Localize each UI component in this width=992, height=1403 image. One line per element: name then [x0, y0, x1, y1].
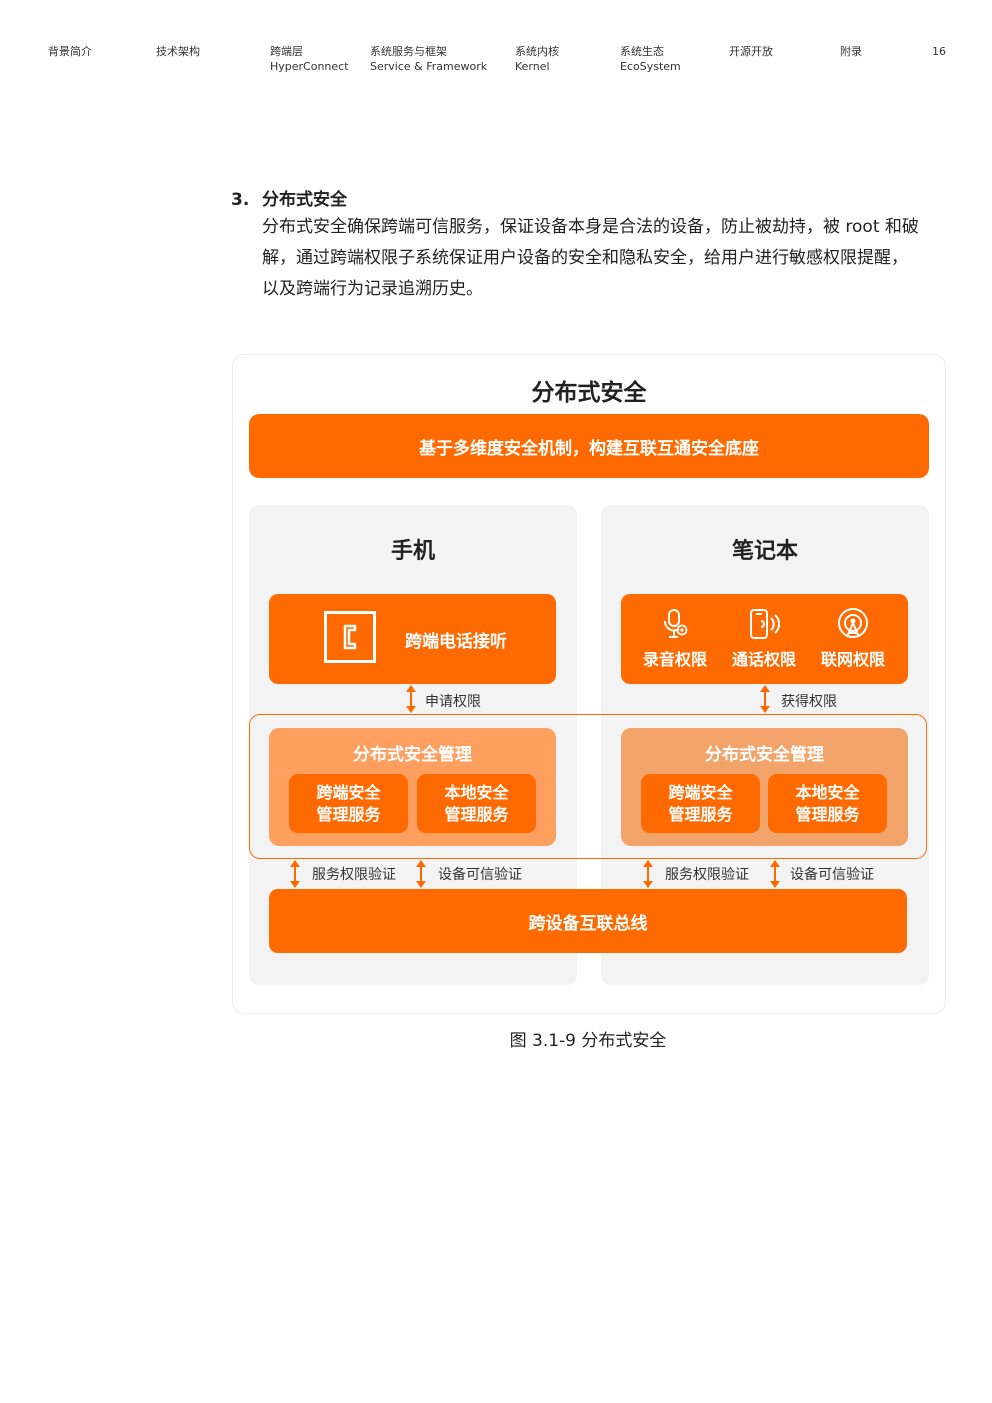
- section-paragraph: 分布式安全确保跨端可信服务，保证设备本身是合法的设备，防止被劫持，被 root …: [262, 212, 962, 305]
- laptop-panel-title: 笔记本: [731, 539, 798, 564]
- nav-item-ecosystem[interactable]: 系统生态 EcoSystem: [620, 44, 681, 74]
- service-label-line: 跨端安全: [316, 782, 381, 802]
- network-permission: 联网权限: [809, 608, 897, 670]
- microphone-icon: [664, 609, 688, 638]
- nav-item-label: 背景简介: [48, 45, 92, 58]
- service-label-line: 管理服务: [795, 804, 860, 824]
- nav-item-label: 系统服务与框架: [370, 45, 447, 58]
- management-title: 分布式安全管理: [705, 745, 824, 765]
- double-arrow-icon: [770, 860, 780, 888]
- paragraph-line: 解，通过跨端权限子系统保证用户设备的安全和隐私安全，给用户进行敏感权限提醒，: [262, 248, 908, 268]
- nav-item-sublabel: Kernel: [515, 60, 550, 73]
- paragraph-line: 分布式安全确保跨端可信服务，保证设备本身是合法的设备，防止被劫持，被 root …: [262, 217, 919, 237]
- section-number: 3.: [231, 190, 250, 210]
- device-trust-verify-label: 设备可信验证: [438, 867, 522, 883]
- section-title: 分布式安全: [262, 190, 347, 210]
- nav-item-sublabel: EcoSystem: [620, 60, 681, 73]
- nav-item-background[interactable]: 背景简介: [48, 44, 92, 59]
- figure-caption: 图 3.1-9 分布式安全: [509, 1031, 667, 1051]
- nav-item-label: 技术架构: [156, 45, 200, 58]
- cross-device-call-answer-box: 跨端电话接听: [269, 594, 556, 684]
- cross-device-bus: 跨设备互联总线: [269, 889, 907, 953]
- service-permission-verify-label: 服务权限验证: [312, 867, 396, 883]
- phone-security-management: 分布式安全管理 跨端安全 管理服务 本地安全 管理服务: [269, 728, 556, 846]
- phone-handset-icon: [324, 611, 376, 663]
- security-foundation-banner: 基于多维度安全机制，构建互联互通安全底座: [249, 414, 929, 478]
- management-title: 分布式安全管理: [353, 745, 472, 765]
- laptop-security-management: 分布式安全管理 跨端安全 管理服务 本地安全 管理服务: [621, 728, 908, 846]
- section-heading: 3. 分布式安全: [231, 185, 347, 210]
- service-label-line: 本地安全: [795, 782, 860, 802]
- paragraph-line: 以及跨端行为记录追溯历史。: [262, 279, 483, 299]
- device-trust-verify-label: 设备可信验证: [790, 867, 874, 883]
- phone-call-icon: [750, 609, 781, 639]
- nav-item-service-framework[interactable]: 系统服务与框架 Service & Framework: [370, 44, 487, 74]
- phone-panel-title: 手机: [390, 539, 435, 564]
- nav-item-label: 系统内核: [515, 45, 559, 58]
- double-arrow-icon: [760, 685, 770, 713]
- call-permission: 通话权限: [720, 608, 808, 670]
- service-label-line: 管理服务: [316, 804, 381, 824]
- permission-label: 通话权限: [731, 650, 796, 669]
- double-arrow-icon: [643, 860, 653, 888]
- double-arrow-icon: [290, 860, 300, 888]
- page-number: 16: [932, 45, 946, 58]
- nav-item-label: 开源开放: [729, 45, 773, 58]
- nav-item-open-source[interactable]: 开源开放: [729, 44, 773, 59]
- nav-item-label: 附录: [840, 45, 862, 58]
- double-arrow-icon: [416, 860, 426, 888]
- feature-label: 跨端电话接听: [405, 632, 507, 652]
- security-management-outline: [249, 714, 927, 859]
- nav-item-label: 系统生态: [620, 45, 664, 58]
- service-label-line: 本地安全: [444, 782, 509, 802]
- local-security-service: 本地安全 管理服务: [417, 774, 536, 833]
- record-permission: 录音权限: [631, 608, 719, 670]
- network-icon: [838, 608, 868, 638]
- nav-item-appendix[interactable]: 附录: [840, 44, 862, 59]
- local-security-service: 本地安全 管理服务: [768, 774, 887, 833]
- service-label-line: 管理服务: [668, 804, 733, 824]
- nav-item-kernel[interactable]: 系统内核 Kernel: [515, 44, 559, 74]
- obtain-permission-label: 获得权限: [781, 694, 837, 710]
- service-label-line: 跨端安全: [668, 782, 733, 802]
- distributed-security-figure: 分布式安全 基于多维度安全机制，构建互联互通安全底座 手机 笔记本 跨端电话接听…: [232, 354, 946, 1014]
- nav-item-sublabel: Service & Framework: [370, 60, 488, 73]
- nav-item-sublabel: HyperConnect: [270, 60, 349, 73]
- nav-item-tech-architecture[interactable]: 技术架构: [156, 44, 200, 59]
- nav-item-label: 跨端层: [270, 45, 303, 58]
- nav-item-hyperconnect[interactable]: 跨端层 HyperConnect: [270, 44, 349, 74]
- permission-label: 联网权限: [820, 650, 885, 669]
- service-permission-verify-label: 服务权限验证: [665, 867, 749, 883]
- double-arrow-icon: [406, 685, 416, 713]
- service-label-line: 管理服务: [444, 804, 509, 824]
- apply-permission-label: 申请权限: [425, 694, 481, 710]
- cross-device-security-service: 跨端安全 管理服务: [641, 774, 760, 833]
- figure-title: 分布式安全: [531, 380, 647, 406]
- laptop-permissions-box: 录音权限 通话权限 联网权限: [621, 594, 908, 684]
- permission-label: 录音权限: [642, 650, 707, 669]
- cross-device-security-service: 跨端安全 管理服务: [289, 774, 408, 833]
